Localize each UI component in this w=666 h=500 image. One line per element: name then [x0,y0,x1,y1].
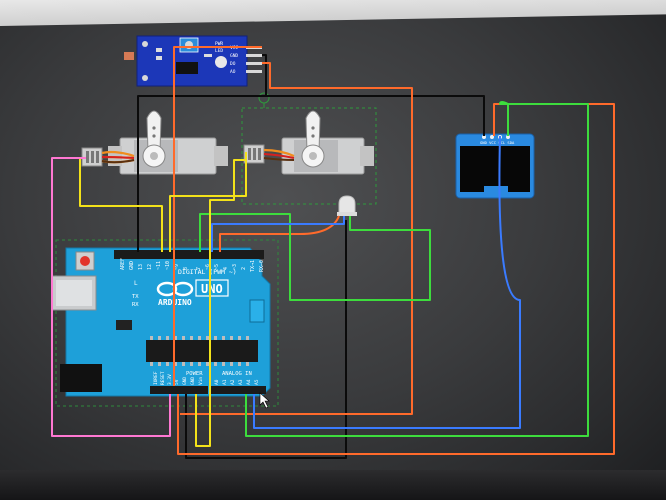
wire-pink[interactable] [51,157,171,437]
wire-green-oled-sda[interactable] [245,101,589,437]
wire-green-led[interactable] [199,213,431,301]
sensor-gnd-label: GND [230,53,238,59]
servo-motor-1[interactable] [81,110,228,175]
pin-5: ~5 [214,264,220,270]
digital-header [114,250,264,259]
rgb-led[interactable] [337,195,357,216]
servo-motor-2[interactable] [241,92,377,205]
pin-3: ~3 [232,264,238,270]
pin-gnd: GND [129,261,135,270]
pin-reset: RESET [160,371,166,385]
led-l-label: L [134,280,138,287]
oled-pin-labels: GND VCC SCL SDA [480,140,515,145]
pin-11: ~11 [156,261,162,270]
pin-a3: A3 [238,379,244,385]
pin-aref: AREF [120,258,126,270]
wire-orange-servo-loop[interactable] [180,62,413,415]
power-label: POWER [186,371,203,377]
wire-black-gnd-bottom[interactable] [185,220,347,459]
atmega-chip [146,340,258,362]
sensor-module[interactable]: PWR LED VCC GND DO AO [124,35,262,87]
wire-yellow-servo2[interactable] [169,152,247,252]
pin-8: 8 [183,267,189,270]
pin-2: 2 [241,267,247,270]
pin-vin: Vin [198,377,204,385]
pin-a1: A1 [222,379,228,385]
sensor-pwr-label: PWR [215,41,223,47]
pin-a0: A0 [214,379,220,385]
pin-5v: 5V [174,379,180,385]
monitor-bezel [0,470,666,500]
sensor-led-label: LED [215,48,223,54]
pin-ioref: IOREF [153,371,159,385]
pin-gnd-2: GND [190,377,196,385]
pin-7: 7 [196,267,202,270]
pin-tx1: TX→1 [250,260,256,272]
pin-6: ~6 [205,264,211,270]
icsp-header [249,299,265,323]
wire-orange-sensor-vcc[interactable] [173,46,262,386]
sensor-ao-label: AO [230,69,236,75]
pin-3v3: 3.3V [167,374,173,385]
power-jack [60,364,102,392]
pin-13: 13 [138,264,144,270]
analog-header [210,386,266,394]
pin-4: 4 [223,267,229,270]
rx-label: RX [132,302,139,308]
wire-orange-led[interactable] [219,215,340,252]
mouse-cursor-icon [259,392,270,409]
arduino-uno-board[interactable]: ARDUINO UNO DIGITAL (PWM ~) L TX RX POWE… [51,239,279,407]
oled-display[interactable]: GND VCC SCL SDA [455,133,535,199]
pin-10: ~10 [165,261,171,270]
digital-label: DIGITAL (PWM ~) [178,268,237,276]
sensor-do-label: DO [230,61,236,67]
pin-a4: A4 [246,379,252,385]
pin-a2: A2 [230,379,236,385]
wire-orange-5v-loop[interactable] [177,103,615,455]
arduino-model: UNO [201,282,223,296]
pin-12: 12 [147,264,153,270]
wire-black-oled-gnd[interactable] [266,95,485,136]
wire-yellow-servo2-power[interactable] [195,159,246,447]
power-header [150,386,208,394]
pin-gnd-1: GND [182,377,188,385]
analog-label: ANALOG IN [222,371,252,377]
pin-a5: A5 [254,379,260,385]
tx-label: TX [132,294,139,300]
wire-blue-led[interactable] [211,216,345,252]
wire-blue-oled-scl[interactable] [253,135,521,429]
pin-9: ~9 [174,264,180,270]
pin-rx0: RX←0 [259,260,265,272]
wires [51,46,615,459]
